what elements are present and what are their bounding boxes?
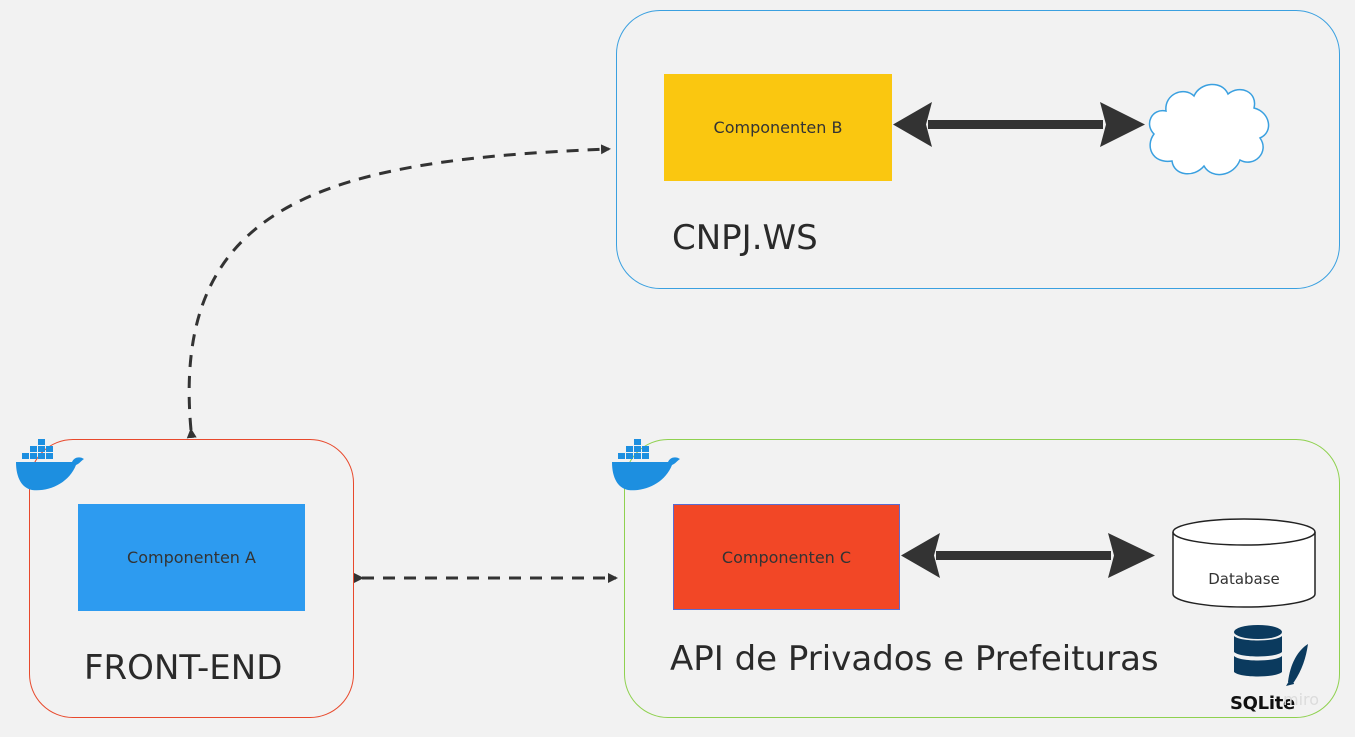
dashed-connector-frontend-cnpj bbox=[186, 144, 611, 439]
component-c[interactable]: Componenten C bbox=[673, 504, 900, 610]
double-arrow-c-database bbox=[901, 533, 1155, 578]
docker-icon bbox=[612, 439, 680, 491]
sqlite-icon bbox=[1234, 625, 1308, 686]
group-label-cnpj: CNPJ.WS bbox=[672, 218, 818, 258]
database-label: Database bbox=[1208, 570, 1280, 588]
miro-watermark: miro bbox=[1283, 690, 1320, 709]
group-label-api: API de Privados e Prefeituras bbox=[670, 639, 1159, 679]
component-a[interactable]: Componenten A bbox=[78, 504, 305, 611]
component-b[interactable]: Componenten B bbox=[664, 74, 892, 181]
docker-icon bbox=[16, 439, 84, 491]
group-label-frontend: FRONT-END bbox=[84, 648, 283, 688]
component-a-label: Componenten A bbox=[127, 548, 256, 567]
component-c-label: Componenten C bbox=[721, 547, 852, 567]
cloud-icon[interactable] bbox=[1142, 76, 1274, 182]
component-b-label: Componenten B bbox=[713, 118, 843, 137]
database-icon[interactable] bbox=[1172, 518, 1316, 610]
double-arrow-b-cloud bbox=[893, 102, 1145, 147]
sqlite-label: SQLite bbox=[1230, 693, 1295, 714]
